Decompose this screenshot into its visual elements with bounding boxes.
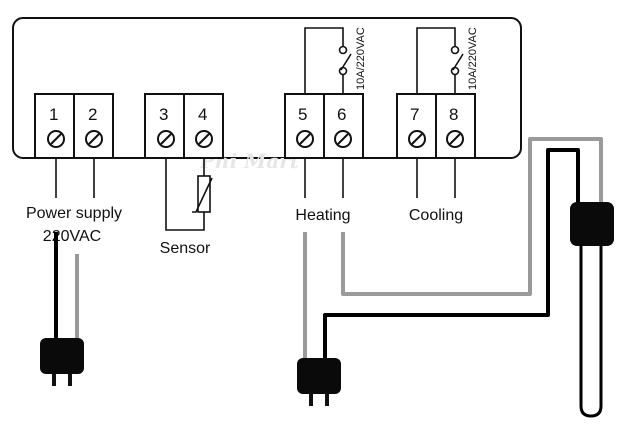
power-plug-icon — [40, 338, 84, 386]
terminal-number: 3 — [159, 105, 168, 124]
terminal-number: 8 — [449, 105, 458, 124]
screw-icon — [408, 130, 426, 148]
terminal-number: 7 — [410, 105, 419, 124]
power-supply-label: Power supply — [26, 205, 122, 222]
cooling-relay-switch — [416, 27, 464, 94]
terminal-block-sensor — [144, 93, 224, 159]
terminal-number: 2 — [88, 105, 97, 124]
heater-wire-black — [323, 148, 580, 362]
controller-housing — [12, 17, 522, 159]
screw-icon — [195, 130, 213, 148]
heating-leads — [304, 158, 344, 198]
thermistor-icon — [192, 175, 213, 213]
terminal-number: 5 — [298, 105, 307, 124]
heating-relay-switch — [304, 27, 352, 94]
terminal-block-heating — [284, 93, 364, 159]
screw-icon — [85, 130, 103, 148]
terminal-block-cooling — [396, 93, 476, 159]
screw-icon — [446, 130, 464, 148]
terminal-number: 4 — [198, 105, 207, 124]
heating-plug-icon — [297, 358, 341, 406]
screw-icon — [334, 130, 352, 148]
power-voltage-label: 220VAC — [43, 228, 101, 245]
power-leads — [55, 158, 95, 198]
heating-relay-rating: 10A/220VAC — [355, 27, 367, 90]
heater-element-icon — [570, 202, 614, 418]
heating-label: Heating — [295, 207, 350, 224]
terminal-number: 1 — [49, 105, 58, 124]
screw-icon — [157, 130, 175, 148]
cooling-relay-rating: 10A/220VAC — [467, 27, 479, 90]
screw-icon — [47, 130, 65, 148]
screw-icon — [296, 130, 314, 148]
cooling-leads — [416, 158, 456, 198]
terminal-number: 6 — [337, 105, 346, 124]
heater-wire-gray — [341, 137, 603, 296]
sensor-label: Sensor — [160, 240, 211, 257]
cooling-label: Cooling — [409, 207, 463, 224]
terminal-block-power — [34, 93, 114, 159]
